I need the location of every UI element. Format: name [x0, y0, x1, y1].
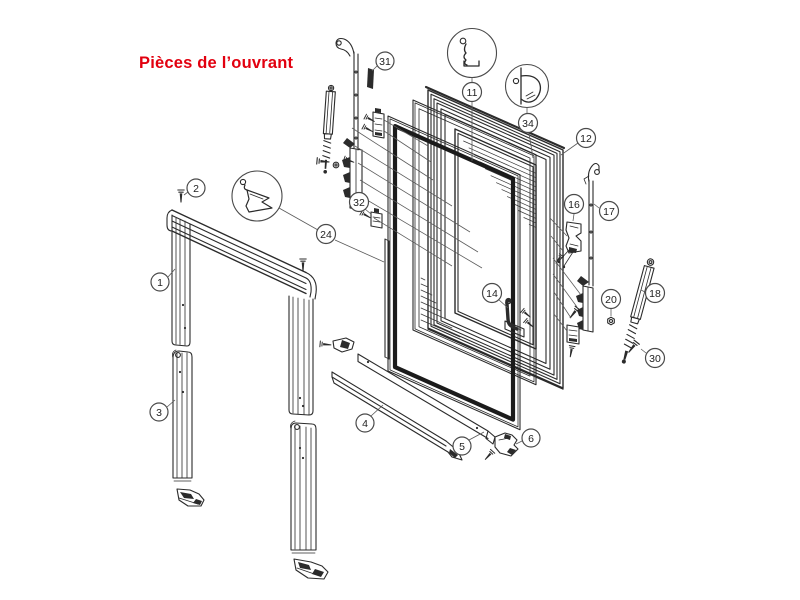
callout-14: 14 [481, 282, 509, 309]
svg-text:5: 5 [459, 441, 465, 453]
detail-bubble-24 [231, 170, 283, 222]
espagnolette-rod-left [335, 37, 359, 151]
page-title: Pièces de l’ouvrant [139, 54, 294, 72]
screw-icon [361, 123, 375, 135]
sash-frame-assembly [166, 189, 329, 580]
espagnolette-rod-17 [583, 162, 600, 287]
svg-text:1: 1 [157, 277, 163, 289]
callout-3: 3 [149, 399, 176, 422]
screw-icon [520, 307, 533, 320]
seal-profile-glyph [512, 67, 542, 105]
locking-bracket-32 [370, 208, 383, 229]
tilt-bracket-top [372, 108, 385, 139]
screw-icon [319, 340, 333, 349]
hardware-right [553, 162, 655, 364]
svg-text:4: 4 [362, 418, 368, 430]
bead-strip-24 [384, 238, 390, 360]
callout-18: 18 [640, 282, 666, 304]
gas-spring-small [322, 84, 336, 174]
callout-11: 11 [461, 78, 483, 161]
callout-31: 31 [371, 51, 395, 72]
screw-icon [316, 157, 331, 166]
callout-20: 20 [600, 288, 622, 316]
callout-30: 30 [640, 347, 666, 369]
svg-text:14: 14 [486, 288, 498, 300]
tilt-lock-mechanism-glyph [459, 37, 480, 67]
svg-text:30: 30 [649, 353, 661, 365]
callout-16: 16 [563, 193, 585, 222]
window-handle-14 [504, 297, 536, 338]
svg-text:32: 32 [353, 197, 365, 209]
svg-text:11: 11 [467, 87, 478, 99]
right-stile-lower [290, 420, 317, 554]
sash-frame-12 [424, 85, 566, 390]
screw-30-icon [625, 339, 640, 356]
hatch-shading [420, 277, 461, 338]
screw-icon [482, 448, 496, 463]
hinge-foot-left [176, 488, 205, 507]
glass-gasket [392, 124, 516, 422]
svg-text:24: 24 [320, 229, 332, 241]
latch-6 [482, 432, 519, 463]
corner-hinge-bracket-16 [557, 221, 582, 269]
callout-2: 2 [183, 178, 206, 198]
screw-icon [363, 113, 377, 125]
cover-strip-31 [367, 68, 374, 89]
gearbox-left [342, 138, 363, 211]
callout-34: 34 [517, 108, 539, 159]
screw-icon [566, 345, 576, 359]
glazing-stack [384, 85, 566, 431]
callout-12: 12 [560, 127, 597, 156]
svg-text:17: 17 [603, 206, 615, 218]
svg-text:3: 3 [156, 407, 162, 419]
svg-text:34: 34 [522, 118, 534, 130]
washer-icon [332, 161, 340, 169]
screw-icon [553, 253, 564, 266]
callout-24: 24 [278, 207, 385, 263]
gas-spring-18 [621, 258, 655, 364]
profile-3 [172, 349, 193, 482]
callout-5: 5 [452, 431, 485, 456]
callout-6: 6 [515, 428, 541, 448]
right-stile-upper [288, 295, 314, 416]
latch-left [319, 337, 355, 353]
callout-4: 4 [355, 404, 384, 433]
callout-32: 32 [348, 191, 372, 215]
svg-text:18: 18 [649, 288, 661, 300]
hardware-left [316, 37, 385, 229]
striker-bracket-right [566, 324, 580, 345]
detail-bubbles [231, 27, 550, 222]
svg-text:2: 2 [193, 183, 199, 195]
corner-bracket-glyph [239, 178, 273, 213]
svg-text:31: 31 [379, 56, 391, 68]
svg-text:20: 20 [605, 294, 617, 306]
svg-text:12: 12 [580, 133, 592, 145]
screw-icon [177, 189, 185, 204]
hex-nut-20 [607, 316, 615, 326]
gearbox-right [576, 276, 594, 333]
glazing-bead-frame [412, 99, 537, 386]
callout-17: 17 [593, 200, 620, 222]
left-stile [171, 214, 191, 347]
hinge-foot-right [293, 558, 329, 580]
detail-bubble-34 [504, 63, 550, 109]
sill-deflector-strip-4 [331, 371, 463, 461]
washer-icon [334, 163, 338, 167]
assembly-lines [351, 119, 582, 332]
top-rail [166, 209, 317, 300]
svg-text:6: 6 [528, 433, 534, 445]
svg-text:16: 16 [568, 199, 580, 211]
detail-bubble-11 [446, 27, 498, 79]
glass-pane [387, 115, 521, 431]
bottom-rail-strip-5 [357, 353, 496, 445]
callout-1: 1 [150, 268, 176, 292]
